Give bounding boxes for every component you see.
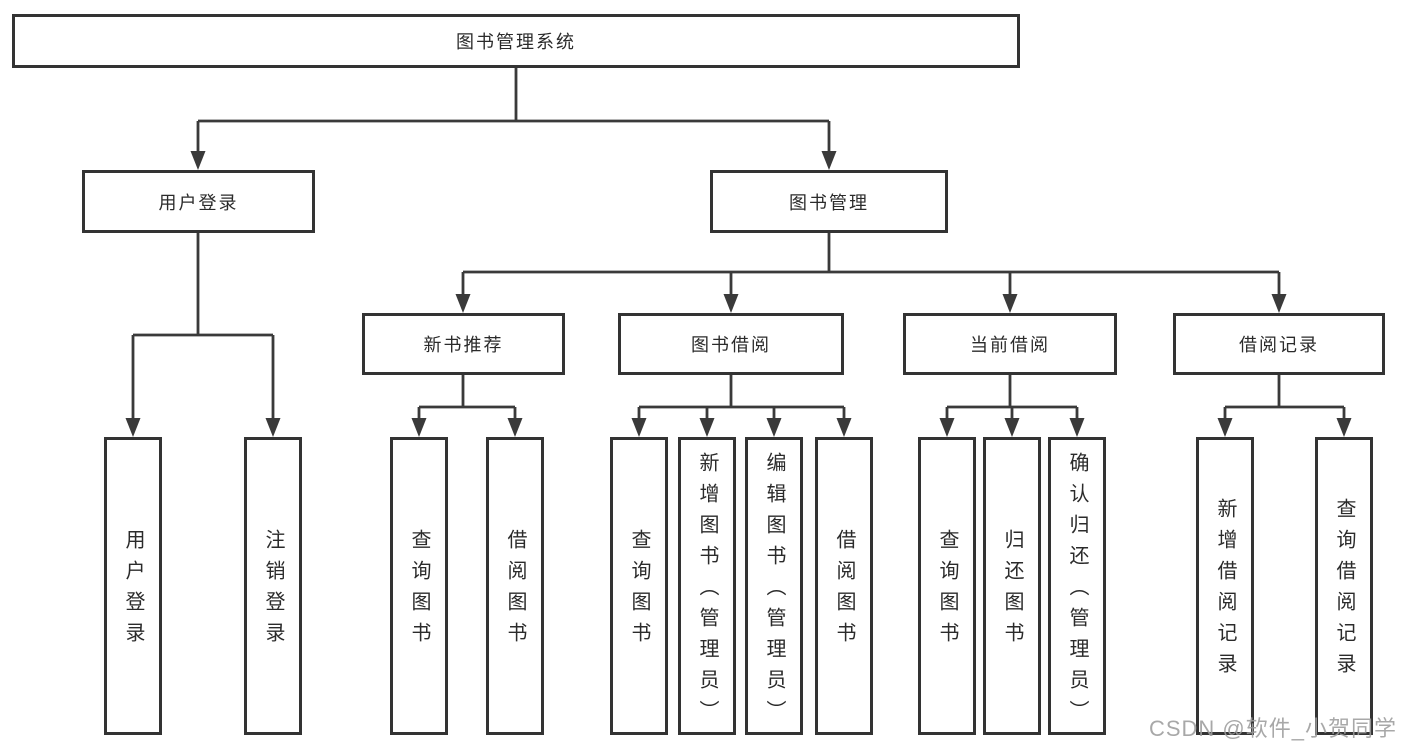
node-user-login-leaf: 用户登录 bbox=[104, 437, 162, 735]
node-borrowing-records: 借阅记录 bbox=[1173, 313, 1385, 375]
node-add-borrow-record: 新增借阅记录 bbox=[1196, 437, 1254, 735]
node-borrow-books-recommend: 借阅图书 bbox=[486, 437, 544, 735]
node-library-management-system: 图书管理系统 bbox=[12, 14, 1020, 68]
node-edit-books-admin: 编辑图书（管理员） bbox=[745, 437, 803, 735]
node-new-book-recommendation: 新书推荐 bbox=[362, 313, 565, 375]
node-query-borrow-record: 查询借阅记录 bbox=[1315, 437, 1373, 735]
node-borrow-books: 借阅图书 bbox=[815, 437, 873, 735]
node-logout: 注销登录 bbox=[244, 437, 302, 735]
node-book-borrowing: 图书借阅 bbox=[618, 313, 844, 375]
node-user-login: 用户登录 bbox=[82, 170, 315, 233]
node-query-books-borrow: 查询图书 bbox=[610, 437, 668, 735]
node-book-management: 图书管理 bbox=[710, 170, 948, 233]
csdn-watermark: CSDN @软件_小贺同学 bbox=[1148, 716, 1397, 741]
node-return-books: 归还图书 bbox=[983, 437, 1041, 735]
node-confirm-return-admin: 确认归还（管理员） bbox=[1048, 437, 1106, 735]
node-query-books-current: 查询图书 bbox=[918, 437, 976, 735]
node-add-books-admin: 新增图书（管理员） bbox=[678, 437, 736, 735]
node-query-books-recommend: 查询图书 bbox=[390, 437, 448, 735]
node-current-borrowing: 当前借阅 bbox=[903, 313, 1117, 375]
